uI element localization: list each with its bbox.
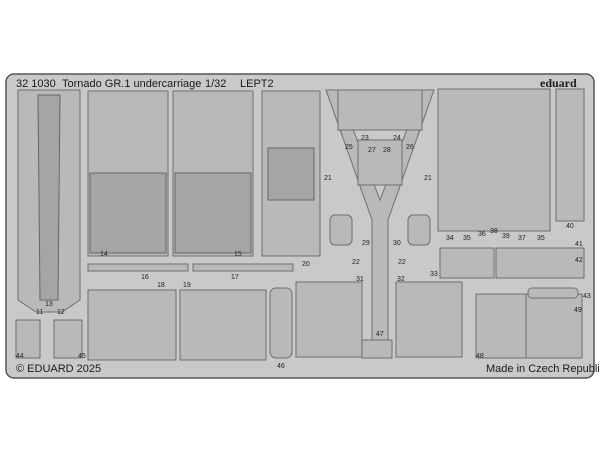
part-49	[525, 293, 583, 359]
scale: 1/32	[205, 78, 226, 90]
part-25-28	[357, 139, 403, 186]
part-label: 28	[383, 147, 391, 154]
part-46	[269, 287, 293, 359]
part-17	[192, 263, 294, 272]
part-33	[439, 247, 495, 279]
part-label: 26	[406, 144, 414, 151]
part-label: 21	[324, 175, 332, 182]
part-45	[53, 319, 83, 359]
part-32	[395, 281, 463, 358]
part-labels: 11 12 13 14 15 16 17 18 19 20 21 22 23 2…	[16, 135, 591, 370]
part-18	[87, 289, 177, 361]
part-34-39	[437, 88, 551, 232]
part-label: 23	[361, 135, 369, 142]
part-47	[361, 339, 393, 359]
part-44	[15, 319, 41, 359]
part-30	[407, 214, 431, 246]
brand-logo: eduard	[540, 76, 577, 90]
part-label: 18	[157, 282, 165, 289]
part-29	[329, 214, 353, 246]
part-label: 21	[424, 175, 432, 182]
part-label: 35	[537, 235, 545, 242]
part-15-slats	[174, 172, 252, 254]
part-11-13	[37, 94, 61, 301]
part-label: 12	[57, 309, 65, 316]
part-label: 20	[302, 261, 310, 268]
part-label: 36	[478, 231, 486, 238]
part-label: 22	[398, 259, 406, 266]
part-19	[179, 289, 267, 361]
part-label: 44	[16, 353, 24, 360]
country-of-origin: Made in Czech Republic	[486, 363, 600, 375]
part-label: 46	[277, 363, 285, 370]
part-label: 32	[397, 276, 405, 283]
part-label: 11	[36, 309, 43, 316]
part-label: 41	[575, 241, 583, 248]
part-label: 13	[45, 301, 53, 308]
part-43	[527, 287, 579, 299]
part-label: 47	[376, 331, 384, 338]
part-label: 22	[352, 259, 360, 266]
sheet-code: LEPT2	[240, 78, 274, 90]
part-label: 29	[362, 240, 370, 247]
part-label: 48	[476, 353, 484, 360]
part-label: 40	[566, 223, 574, 230]
part-14-slats	[89, 172, 167, 254]
part-label: 27	[368, 147, 376, 154]
part-label: 31	[356, 276, 364, 283]
part-label: 16	[141, 274, 149, 281]
part-label: 35	[463, 235, 471, 242]
part-label: 19	[183, 282, 191, 289]
part-label: 30	[393, 240, 401, 247]
part-label: 39	[502, 233, 510, 240]
part-label: 37	[518, 235, 526, 242]
part-label: 42	[575, 257, 583, 264]
part-label: 25	[345, 144, 353, 151]
part-31	[295, 281, 363, 358]
part-23-24	[337, 89, 423, 131]
part-40	[555, 88, 585, 222]
part-16	[87, 263, 189, 272]
part-label: 43	[583, 293, 591, 300]
part-label: 15	[234, 251, 242, 258]
part-label: 45	[78, 353, 86, 360]
product-title: Tornado GR.1 undercarriage	[62, 78, 201, 90]
product-code: 32 1030	[16, 78, 56, 90]
part-41-42	[495, 247, 585, 279]
part-label: 33	[430, 271, 438, 278]
part-label: 17	[231, 274, 239, 281]
part-label: 24	[393, 135, 401, 142]
part-48	[475, 293, 527, 359]
part-label: 49	[574, 307, 582, 314]
part-label: 34	[446, 235, 454, 242]
copyright: © EDUARD 2025	[16, 363, 101, 375]
part-20-grid	[267, 147, 315, 201]
part-label: 38	[490, 228, 498, 235]
part-label: 14	[100, 251, 108, 258]
